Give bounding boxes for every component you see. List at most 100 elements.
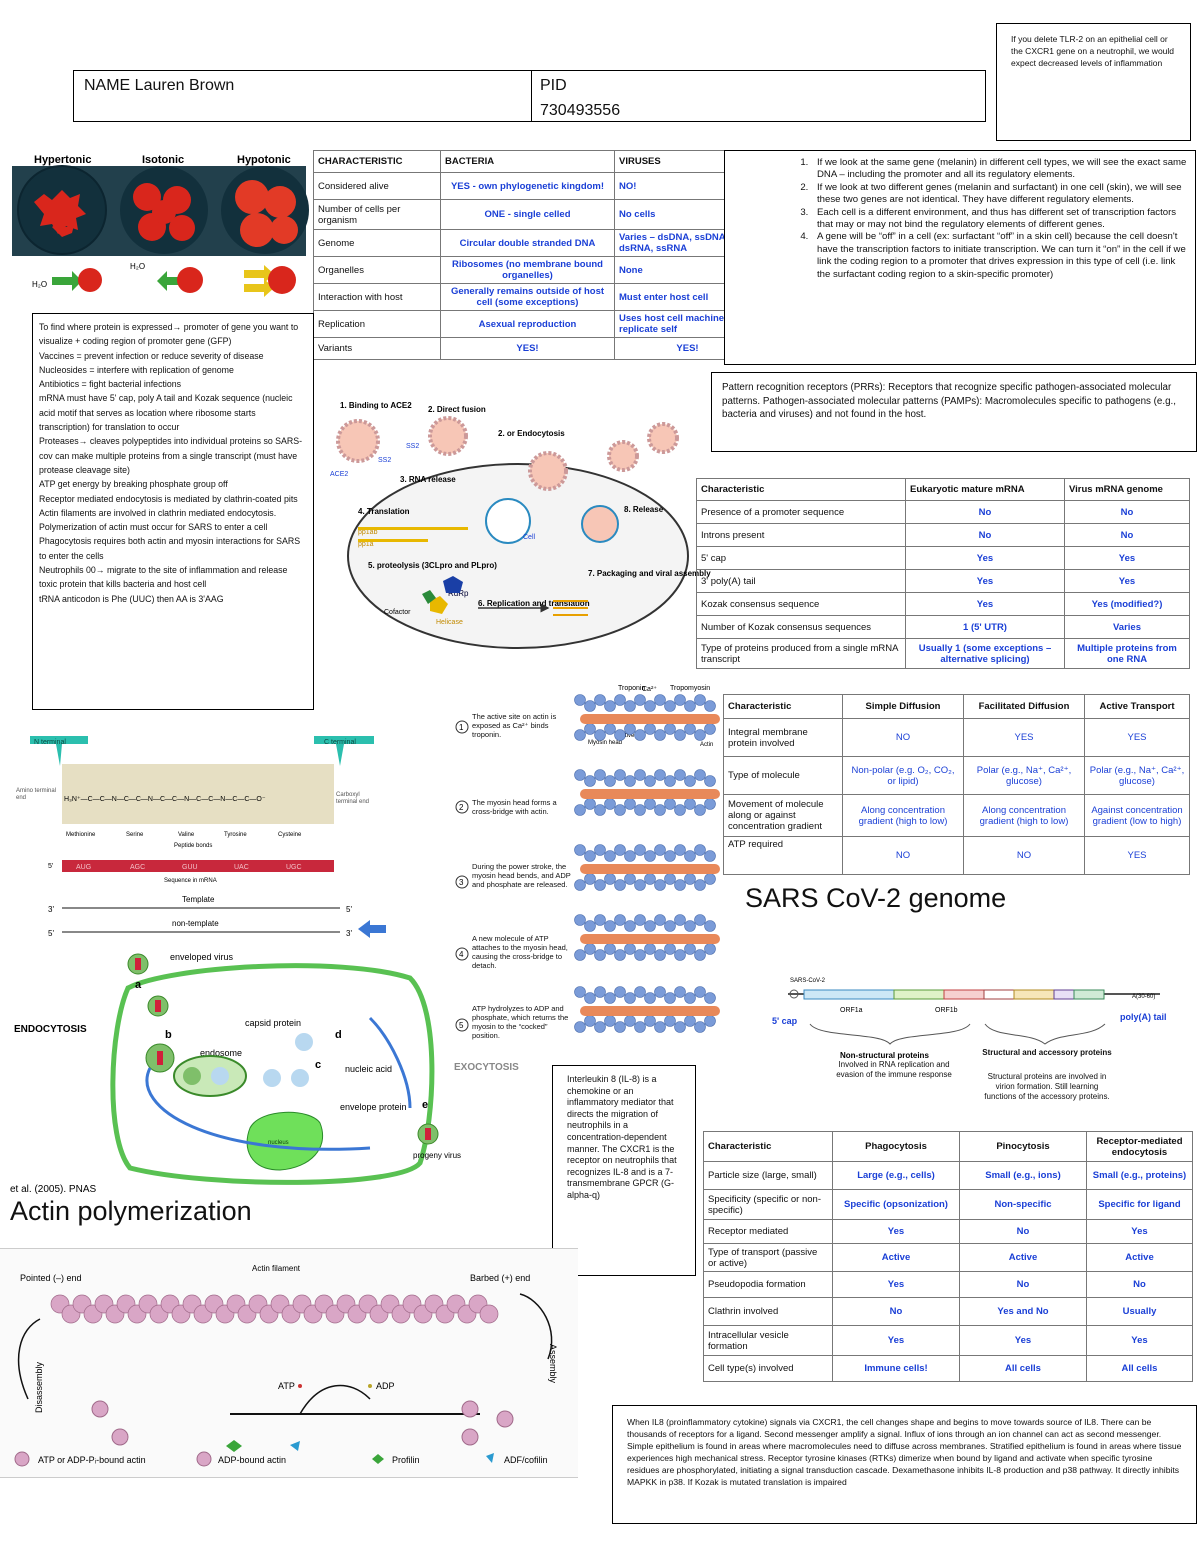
actin-bead [664,920,676,932]
legend-atp-actin: ATP or ADP-Pᵢ-bound actin [14,1451,146,1467]
table-row: Specificity (specific or non-specific)Sp… [703,1189,1193,1220]
legend-cofilin: ADF/cofilin [486,1453,548,1465]
actin-bead [634,804,646,816]
actin-bead [664,873,676,885]
actin-figure: Actin filament Pointed (–) end Barbed (+… [0,1248,578,1478]
note-line: Neutrophils 00→ migrate to the site of i… [39,565,288,590]
table-cell: Interaction with host [313,283,441,311]
actin-monomer-icon [91,1400,514,1446]
actin-bead [584,798,596,810]
actin-bead [644,850,656,862]
myosin-filament [580,1006,720,1016]
table-cell: Presence of a promoter sequence [696,500,906,524]
bottom-note-box: When IL8 (proinflammatory cytokine) sign… [612,1405,1197,1524]
notes-left: To find where protein is expressed→ prom… [39,320,307,606]
actin-bead [584,1015,596,1027]
actin-bead [614,729,626,741]
note-line: Antibiotics = fight bacterial infections [39,379,182,390]
svg-text:Tropomyosin: Tropomyosin [670,685,710,692]
table-cell: No [832,1297,960,1326]
table-cell: All cells [959,1355,1087,1382]
table-cell: Organelles [313,256,441,284]
svg-text:AGC: AGC [130,864,145,871]
table-header: Virus mRNA genome [1064,478,1190,501]
bottom-note-text: When IL8 (proinflammatory cytokine) sign… [627,1417,1182,1488]
actin-bead [634,949,646,961]
actin-bead [584,850,596,862]
svg-text:7. Packaging and viral assembl: 7. Packaging and viral assembly [588,569,711,578]
svg-text:N terminal: N terminal [34,739,66,746]
rdrp-icon [443,576,463,593]
actin-bead [704,1015,716,1027]
note-line: Receptor mediated endocytosis is mediate… [39,493,298,504]
table-cell: No [959,1271,1087,1298]
endocytosis-title: ENDOCYTOSIS [14,1024,87,1035]
svg-text:5' cap: 5' cap [772,1016,798,1026]
virus-icon [127,953,149,975]
table-cell: Type of proteins produced from a single … [696,638,906,669]
table-cell: Polar (e.g., Na⁺, Ca²⁺, glucose) [963,756,1085,795]
svg-text:endosome: endosome [200,1048,242,1058]
note-line: Vaccines = prevent infection or reduce s… [39,350,264,361]
svg-text:3. RNA release: 3. RNA release [400,475,456,484]
nucleus-icon: nucleus [246,1111,324,1171]
actin-bead [614,1021,626,1033]
actin-bead [654,844,666,856]
table-cell: Yes [1064,546,1190,570]
table-cell: Genome [313,229,441,257]
table-cell: Introns present [696,523,906,547]
table-cell: YES [1084,836,1190,875]
cofactor-icon [422,590,436,604]
legend-profilin: Profilin [372,1454,420,1465]
table-cell: Circular double stranded DNA [440,229,615,257]
step-4: 4 A new molecule of ATP attaches to the … [455,934,568,970]
table-cell: Immune cells! [832,1355,960,1382]
svg-text:b: b [165,1029,172,1041]
svg-text:Valine: Valine [178,832,195,838]
capsid-icon [263,1033,313,1087]
table-header-row: Characteristic Phagocytosis Pinocytosis … [703,1131,1193,1162]
svg-text:AUG: AUG [76,864,91,871]
actin-bead [654,914,666,926]
table-cell: NO [963,836,1085,875]
note-line: tRNA anticodon is Phe (UUC) then AA is 3… [39,593,224,604]
transport-table: Characteristic Simple Diffusion Facilita… [723,694,1190,875]
svg-text:poly(A) tail: poly(A) tail [1120,1012,1167,1022]
actin-bead [674,986,686,998]
actin-bead [654,1021,666,1033]
actin-bead [664,943,676,955]
actin-bead [634,1021,646,1033]
arrow-left-tail [370,925,386,933]
water-flow-icons: H₂O H₂O [32,262,296,297]
step-5: 5 ATP hydrolyzes to ADP and phosphate, w… [455,1004,568,1040]
endocytosis-svg: ENDOCYTOSIS enveloped virus a b c d e ca… [10,952,461,1195]
actin-bead [574,694,586,706]
actin-bead [684,943,696,955]
table-cell: No [1064,500,1190,524]
actin-bead [574,804,586,816]
actin-bead [604,700,616,712]
svg-text:Pointed (–) end: Pointed (–) end [20,1273,82,1283]
table-cell: Non-specific [959,1189,1087,1220]
virus-icon [147,995,169,1017]
citation: et al. (2005). PNAS [10,1184,96,1195]
actin-bead [644,992,656,1004]
actin-bead [684,723,696,735]
svg-text:Tyrosine: Tyrosine [224,832,247,838]
actin-bead [644,943,656,955]
hypotonic-label: Hypotonic [237,154,291,166]
table-cell: No [905,523,1065,547]
note-line: ATP get energy by breaking phosphate gro… [39,479,228,490]
actin-bead [664,798,676,810]
svg-text:UGC: UGC [286,864,302,871]
virion-icon [607,440,639,472]
actin-bead [624,920,636,932]
uptake-table: Characteristic Phagocytosis Pinocytosis … [703,1131,1193,1382]
svg-text:e: e [422,1099,428,1111]
table-cell: All cells [1086,1355,1193,1382]
actin-bead [574,949,586,961]
